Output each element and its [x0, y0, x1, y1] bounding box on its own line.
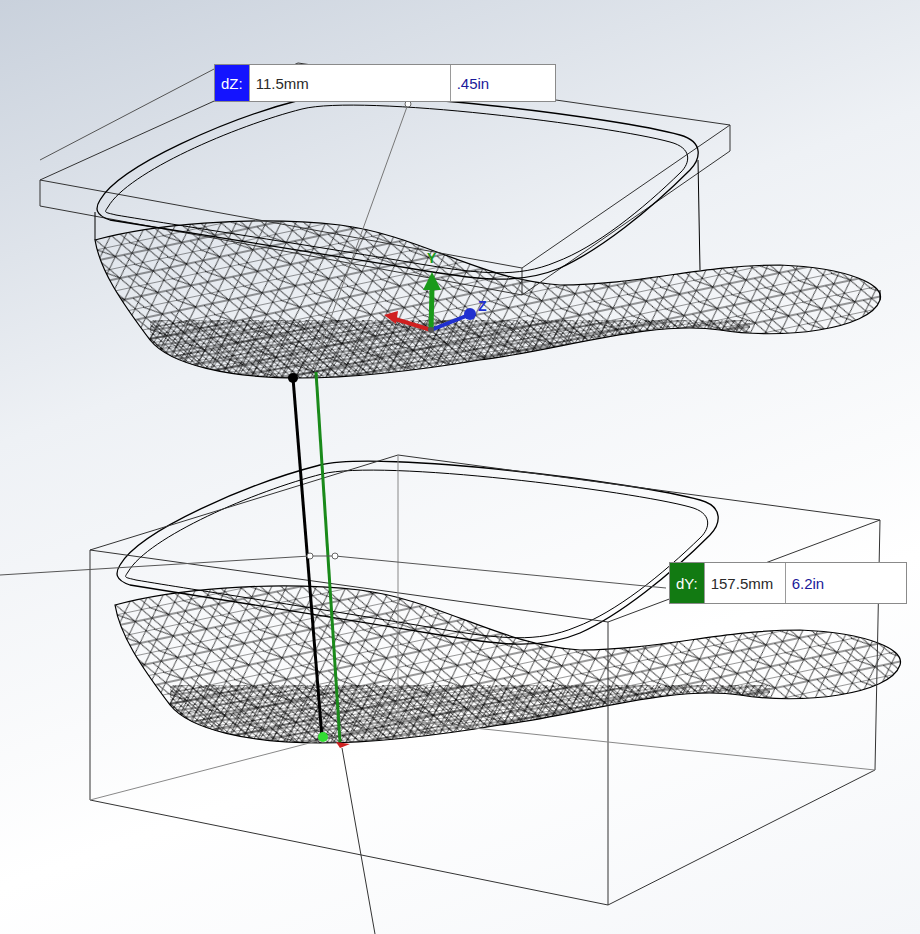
axis-triad — [384, 272, 476, 333]
dimension-value: .45in — [450, 65, 555, 101]
lower-bounding-box — [90, 455, 880, 905]
dimension-axis: dY: — [670, 563, 704, 603]
axis-label: Y — [427, 250, 436, 266]
dimension-callout: dY:157.5mm6.2in — [669, 562, 907, 604]
dimension-value: 6.2in — [785, 563, 906, 603]
dimension-value: 157.5mm — [704, 563, 785, 603]
measurement-lines — [0, 68, 666, 934]
dimension-callout: dZ:11.5mm.45in — [214, 64, 556, 102]
upper-part — [40, 63, 900, 390]
dimension-axis: dZ: — [215, 65, 249, 101]
dimension-value: 11.5mm — [249, 65, 450, 101]
axis-label: Z — [478, 298, 487, 314]
